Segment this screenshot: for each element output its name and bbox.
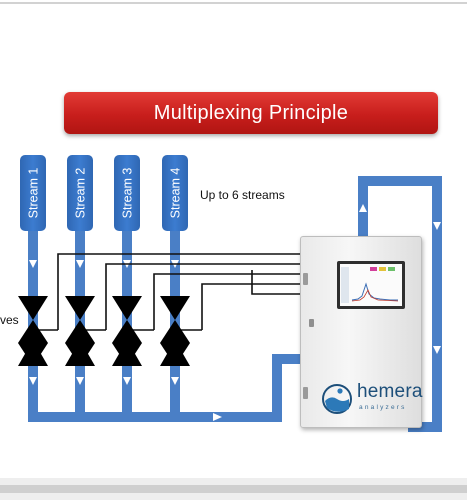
valve-1: [18, 296, 48, 366]
flow-arrow-down-3b: [123, 377, 131, 385]
valve-4-mid: [160, 320, 190, 343]
flow-arrow-down-outlet: [433, 222, 441, 230]
outlet-pipe-right: [432, 176, 442, 432]
flow-arrow-down-1b: [29, 377, 37, 385]
analyzer-display: [337, 261, 405, 309]
title-banner: Multiplexing Principle: [64, 92, 438, 134]
flow-arrow-up-outlet: [359, 204, 367, 212]
brand-subtitle: analyzers: [359, 404, 407, 411]
display-trace-blue: [351, 282, 398, 301]
cabinet-hinge-bottom: [303, 387, 308, 399]
stream-box-1: Stream 1: [20, 155, 46, 231]
valves: [18, 296, 190, 366]
signal-lines: [38, 253, 300, 331]
valve-2-upper: [65, 296, 95, 320]
brand-logo: hemera analyzers: [321, 381, 423, 417]
streams-note: Up to 6 streams: [200, 188, 285, 202]
display-graph-icon: [341, 267, 399, 303]
signal-line-5: [251, 270, 300, 295]
valve-3-base: [112, 340, 142, 366]
display-trace-red: [351, 289, 399, 302]
stream-label-2: Stream 2: [73, 167, 87, 219]
logo-wave: [325, 397, 349, 412]
valve-4-base: [160, 340, 190, 366]
stream-label-3: Stream 3: [120, 167, 134, 219]
brand-name: hemera: [357, 381, 423, 402]
valve-2-mid: [65, 320, 95, 343]
analyzer-cabinet: hemera analyzers: [300, 236, 422, 428]
display-tab-green: [388, 267, 395, 271]
hemera-wave-icon: [322, 384, 352, 414]
display-sidebar: [341, 267, 349, 303]
valve-4-upper: [160, 296, 190, 320]
signal-line-4: [201, 283, 300, 330]
collector-pipe: [28, 412, 280, 422]
valve-1-base: [18, 340, 48, 366]
valves-label: ves: [0, 313, 19, 327]
outlet-pipe-bottom: [408, 422, 442, 432]
valve-1-mid: [18, 320, 48, 343]
cabinet-latch: [309, 319, 314, 327]
flow-arrow-right-bottom: [213, 413, 222, 421]
top-divider: [0, 2, 467, 4]
analyzer-inlet-pipe: [272, 354, 302, 364]
cabinet-hinge-top: [303, 273, 308, 285]
flow-arrow-down-2b: [76, 377, 84, 385]
valve-3-mid: [112, 320, 142, 343]
valve-1-upper: [18, 296, 48, 320]
flow-arrow-down-2: [76, 260, 84, 268]
flow-arrow-down-1: [29, 260, 37, 268]
flow-arrow-down-4b: [171, 377, 179, 385]
analyzer-feed-pipe: [272, 354, 282, 422]
stream-label-1: Stream 1: [26, 167, 40, 219]
display-tab-yellow: [379, 267, 386, 271]
valve-2: [65, 296, 95, 366]
stream-label-4: Stream 4: [168, 167, 182, 219]
valve-3-upper: [112, 296, 142, 320]
valve-2-base: [65, 340, 95, 366]
signal-line-2: [105, 263, 300, 330]
diagram-title: Multiplexing Principle: [153, 101, 349, 124]
logo-dot: [337, 388, 343, 394]
valve-4: [160, 296, 190, 366]
signal-line-1: [57, 253, 300, 330]
stream-box-2: Stream 2: [67, 155, 93, 231]
bottom-divider: [0, 485, 467, 493]
flow-arrows: [29, 204, 441, 421]
flow-arrow-down-outlet-2: [433, 346, 441, 354]
logo-ring: [322, 384, 352, 414]
valve-3: [112, 296, 142, 366]
display-tab-magenta: [370, 267, 377, 271]
outlet-pipe-top: [358, 176, 442, 186]
stream-box-4: Stream 4: [162, 155, 188, 231]
stream-box-3: Stream 3: [114, 155, 140, 231]
